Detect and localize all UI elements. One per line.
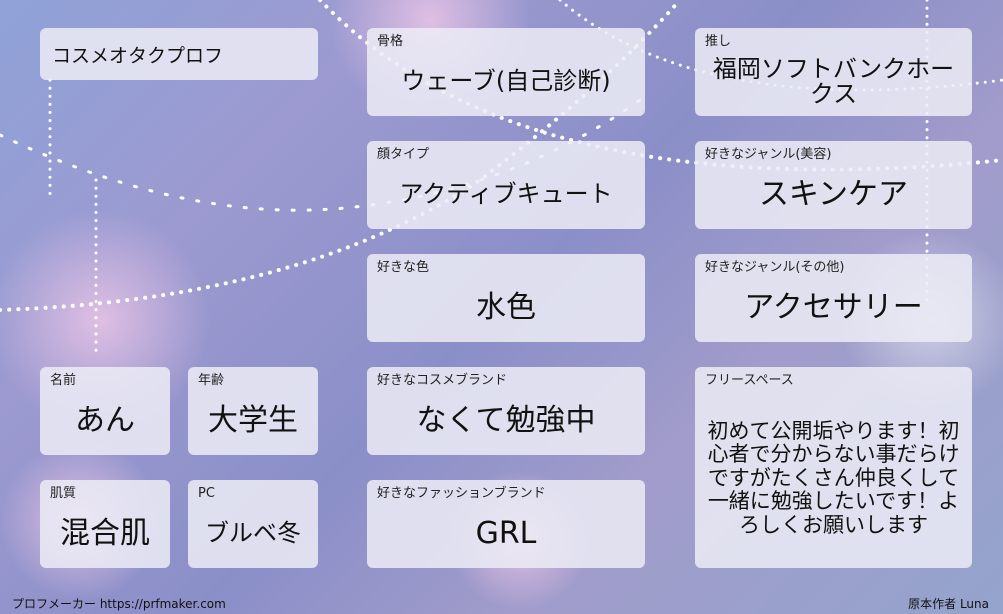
field-label: 骨格 (377, 34, 404, 49)
field-value: 大学生 (208, 403, 298, 439)
field-label: 好きなジャンル(その他) (705, 260, 845, 275)
field-value: GRL (475, 516, 537, 552)
profile-title: コスメオタクプロフ (40, 28, 318, 80)
field-oshi: 推し福岡ソフトバンクホークス (695, 28, 972, 116)
footer-author: 原本作者 Luna (908, 597, 989, 611)
field-fashion-brand: 好きなファッションブランド GRL (367, 480, 645, 568)
field-label: フリースペース (705, 373, 794, 388)
field-skeleton: 骨格ウェーブ(自己診断) (367, 28, 645, 116)
footer-maker-link[interactable]: プロフメーカー https://prfmaker.com (12, 597, 226, 611)
field-value: 混合肌 (60, 516, 150, 552)
field-skin-type: 肌質混合肌 (40, 480, 170, 568)
field-value: アクティブキュート (399, 180, 613, 209)
field-value: 初めて公開垢やります！初心者で分からない事だらけですがたくさん仲良くして一緒に勉… (707, 418, 960, 537)
field-label: 顔タイプ (377, 147, 430, 162)
field-value: あん (75, 403, 135, 439)
field-free-space: フリースペース初めて公開垢やります！初心者で分からない事だらけですがたくさん仲良… (695, 367, 972, 568)
field-label: 肌質 (50, 486, 77, 501)
field-value: アクセサリー (744, 290, 923, 326)
field-value: 水色 (476, 290, 536, 326)
field-label: 推し (705, 34, 732, 49)
field-label: 年齢 (198, 373, 225, 388)
field-cosme-brand: 好きなコスメブランドなくて勉強中 (367, 367, 645, 455)
field-label: 好きなファッションブランド (377, 486, 546, 501)
field-label: 好きなコスメブランド (377, 373, 508, 388)
field-genre-beauty: 好きなジャンル(美容) スキンケア (695, 141, 972, 229)
field-value: ブルベ冬 (205, 519, 301, 548)
field-label: 好きな色 (377, 260, 430, 275)
field-value: なくて勉強中 (416, 403, 596, 439)
field-value: 福岡ソフトバンクホークス (712, 54, 955, 108)
field-label: PC (198, 486, 215, 501)
field-label: 好きなジャンル(美容) (705, 147, 832, 162)
field-pc: PC ブルベ冬 (188, 480, 318, 568)
field-value: スキンケア (758, 177, 909, 213)
field-genre-other: 好きなジャンル(その他) アクセサリー (695, 254, 972, 342)
field-label: 名前 (50, 373, 77, 388)
field-face-type: 顔タイプアクティブキュート (367, 141, 645, 229)
field-name: 名前あん (40, 367, 170, 455)
field-value: ウェーブ(自己診断) (401, 67, 611, 96)
field-age: 年齢大学生 (188, 367, 318, 455)
field-favorite-color: 好きな色水色 (367, 254, 645, 342)
